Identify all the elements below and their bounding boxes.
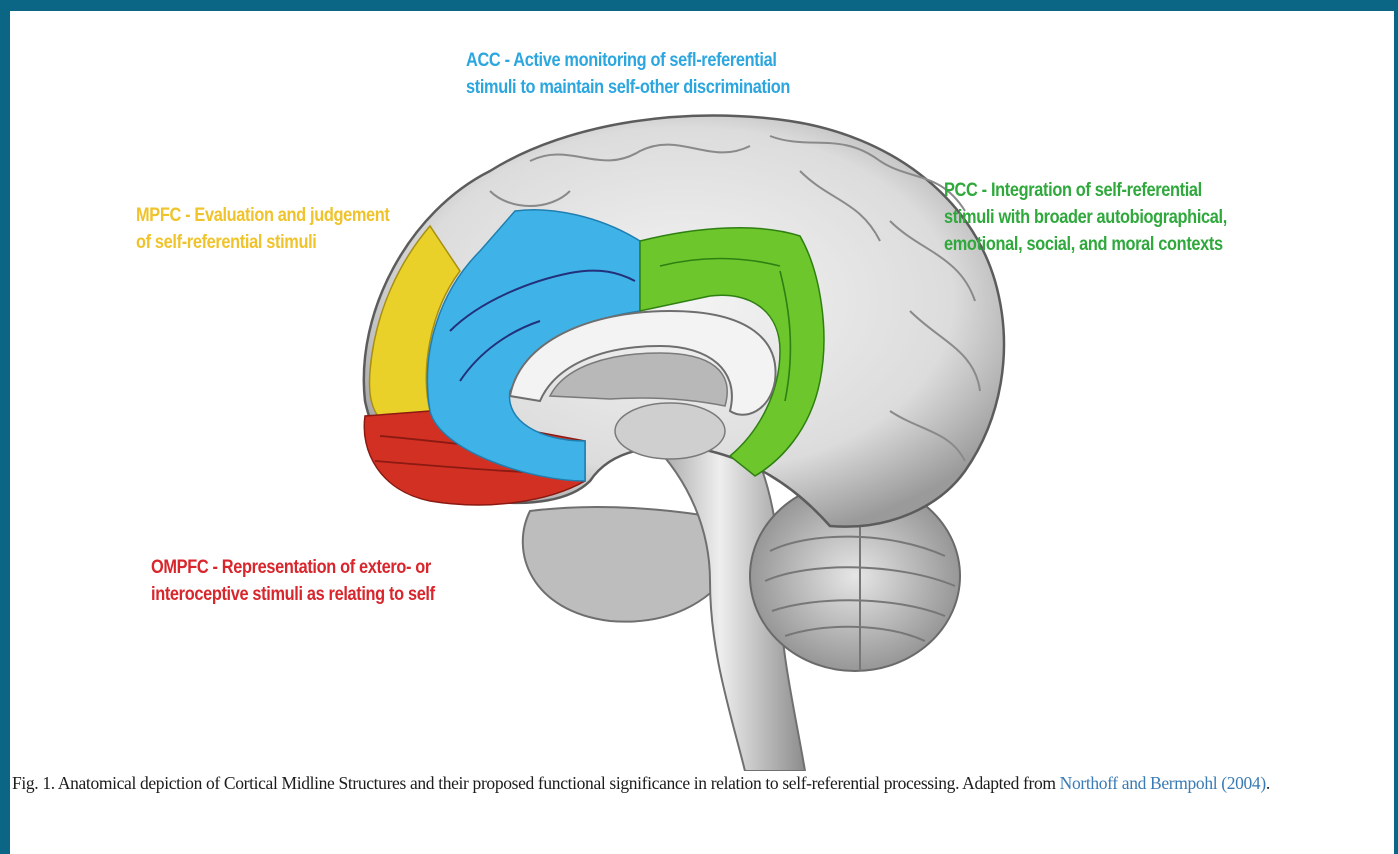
pcc-label-line1: PCC - Integration of self-referential [944, 177, 1227, 204]
acc-label-line2: stimuli to maintain self-other discrimin… [466, 74, 790, 101]
thalamus [615, 403, 725, 459]
figure-frame: ACC - Active monitoring of sefl-referent… [10, 11, 1394, 854]
figure-caption: Fig. 1. Anatomical depiction of Cortical… [12, 771, 1392, 796]
acc-label-line1: ACC - Active monitoring of sefl-referent… [466, 47, 790, 74]
ompfc-label-line1: OMPFC - Representation of extero- or [151, 554, 435, 581]
ompfc-label-line2: interoceptive stimuli as relating to sel… [151, 581, 435, 608]
pcc-label-line3: emotional, social, and moral contexts [944, 231, 1227, 258]
mpfc-label-line1: MPFC - Evaluation and judgement [136, 202, 390, 229]
ompfc-label: OMPFC - Representation of extero- or int… [151, 554, 435, 608]
mpfc-label: MPFC - Evaluation and judgement of self-… [136, 202, 390, 256]
brain-sagittal-illustration [10, 11, 1394, 771]
caption-text: Fig. 1. Anatomical depiction of Cortical… [12, 773, 1060, 793]
reference-link[interactable]: Northoff and Bermpohl (2004) [1060, 773, 1266, 793]
caption-end: . [1266, 773, 1270, 793]
pcc-label-line2: stimuli with broader autobiographical, [944, 204, 1227, 231]
mpfc-label-line2: of self-referential stimuli [136, 229, 390, 256]
acc-label: ACC - Active monitoring of sefl-referent… [466, 47, 790, 101]
pcc-label: PCC - Integration of self-referential st… [944, 177, 1227, 258]
